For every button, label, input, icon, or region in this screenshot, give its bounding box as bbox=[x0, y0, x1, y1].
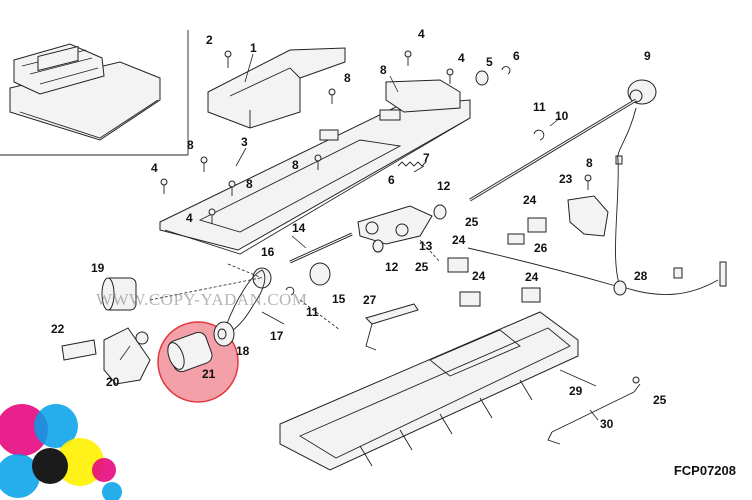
callout-labels: 2 1 3 4 4 4 4 5 6 6 7 8 8 8 8 8 8 9 10 1… bbox=[51, 27, 667, 431]
callout-25-a: 25 bbox=[465, 215, 479, 229]
callout-14: 14 bbox=[292, 221, 306, 235]
callout-22: 22 bbox=[51, 322, 65, 336]
sensor-parts bbox=[447, 155, 727, 307]
upper-frame bbox=[159, 79, 471, 255]
callout-16: 16 bbox=[261, 245, 275, 259]
callout-24-d: 24 bbox=[525, 270, 539, 284]
cover-part-1 bbox=[207, 47, 346, 129]
callout-8-e: 8 bbox=[246, 177, 253, 191]
belt-part-17 bbox=[225, 269, 266, 335]
arm-part-20 bbox=[103, 327, 151, 385]
overview-inset bbox=[0, 30, 189, 156]
callout-28: 28 bbox=[634, 269, 648, 283]
callout-27: 27 bbox=[363, 293, 377, 307]
callout-1: 1 bbox=[250, 41, 257, 55]
callout-8-c: 8 bbox=[187, 138, 194, 152]
callout-9: 9 bbox=[644, 49, 651, 63]
bushing-part-5 bbox=[475, 66, 511, 86]
callout-8-f: 8 bbox=[586, 156, 593, 170]
callout-19: 19 bbox=[91, 261, 105, 275]
callout-4-right: 4 bbox=[458, 51, 465, 65]
assembly-guides bbox=[149, 239, 441, 331]
sheet-part-22 bbox=[61, 339, 97, 361]
gear-and-shaft bbox=[469, 79, 657, 202]
base-frame-29 bbox=[279, 311, 579, 471]
callout-26: 26 bbox=[534, 241, 548, 255]
callout-4-top: 4 bbox=[418, 27, 425, 41]
watermark-text: WWW.COPY-YADAN.COM bbox=[96, 290, 308, 309]
callout-12-top: 12 bbox=[437, 179, 451, 193]
harness-part-28 bbox=[467, 107, 719, 296]
callout-29: 29 bbox=[569, 384, 583, 398]
callout-25-c: 25 bbox=[653, 393, 667, 407]
roller-shaft-14 bbox=[252, 232, 384, 296]
callout-5: 5 bbox=[486, 55, 493, 69]
callout-4-left: 4 bbox=[151, 161, 158, 175]
callout-23: 23 bbox=[559, 172, 573, 186]
callout-12-bottom: 12 bbox=[385, 260, 399, 274]
gear-part-18 bbox=[213, 321, 235, 347]
callout-24-b: 24 bbox=[452, 233, 466, 247]
callout-8-a: 8 bbox=[344, 71, 351, 85]
callout-30: 30 bbox=[600, 417, 614, 431]
rod-part-30 bbox=[547, 376, 641, 445]
callout-10: 10 bbox=[555, 109, 569, 123]
callout-3: 3 bbox=[241, 135, 248, 149]
callout-2: 2 bbox=[206, 33, 213, 47]
callout-8-b: 8 bbox=[380, 63, 387, 77]
callout-6-mid: 6 bbox=[388, 173, 395, 187]
callout-24-a: 24 bbox=[523, 193, 537, 207]
callout-17: 17 bbox=[270, 329, 284, 343]
callout-13: 13 bbox=[419, 239, 433, 253]
callout-11-bottom: 11 bbox=[306, 305, 319, 319]
callout-8-d: 8 bbox=[292, 158, 299, 172]
callout-18: 18 bbox=[236, 344, 250, 358]
screws bbox=[160, 50, 592, 224]
spring-part-7 bbox=[397, 161, 427, 167]
callout-20: 20 bbox=[106, 375, 120, 389]
figure-code: FCP07208 bbox=[673, 463, 736, 478]
callout-25-b: 25 bbox=[415, 260, 429, 274]
callout-11-top: 11 bbox=[533, 100, 546, 114]
callout-24-c: 24 bbox=[472, 269, 486, 283]
callout-15: 15 bbox=[332, 292, 346, 306]
leader-lines bbox=[119, 53, 599, 421]
lever-part-27 bbox=[365, 303, 419, 351]
callout-21: 21 bbox=[202, 367, 216, 381]
roller-part-19 bbox=[101, 277, 137, 311]
callout-7: 7 bbox=[423, 151, 430, 165]
bracket-part-13 bbox=[357, 204, 447, 245]
callout-4-bottom: 4 bbox=[186, 211, 193, 225]
color-circles-logo bbox=[0, 404, 122, 500]
callout-6-top: 6 bbox=[513, 49, 520, 63]
